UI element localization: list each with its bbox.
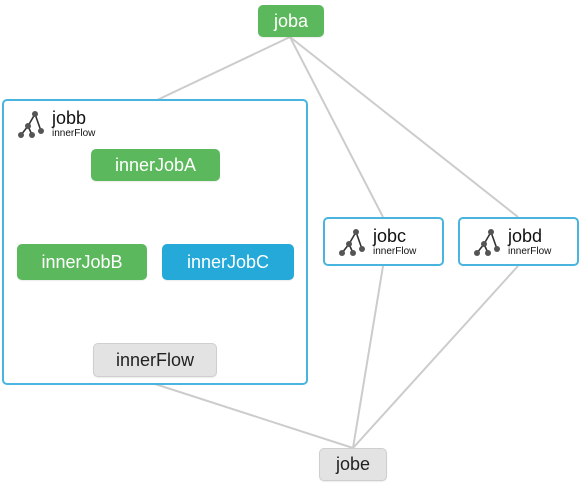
flow-jobc-subtitle: innerFlow [373,246,417,257]
node-innerJobC[interactable]: innerJobC [162,244,294,280]
edge-joba-jobc [289,36,384,218]
flow-jobb[interactable] [2,99,308,385]
flow-jobd-header[interactable]: jobd innerFlow [472,227,551,258]
node-jobe[interactable]: jobe [319,448,387,481]
flow-tree-icon [339,229,365,256]
edge-jobb-jobe [154,383,354,449]
flow-tree-icon [18,111,44,138]
flow-jobd-subtitle: innerFlow [508,246,552,257]
flow-jobc[interactable] [323,217,444,266]
edge-joba-jobb [154,36,291,102]
flow-jobb-header[interactable]: jobb innerFlow [16,109,95,140]
node-innerJobB[interactable]: innerJobB [17,244,147,280]
flow-jobc-title: jobc [373,226,407,246]
flow-jobd-title: jobd [508,226,543,246]
node-innerJobA[interactable]: innerJobA [91,149,220,181]
edge-joba-jobd [289,36,519,218]
edge-jobd-jobe [352,265,519,449]
flow-tree-icon [474,229,500,256]
flow-jobb-title: jobb [52,108,87,128]
flow-jobc-header[interactable]: jobc innerFlow [337,227,416,258]
flow-jobd[interactable] [458,217,579,266]
edge-jobc-jobe [352,265,384,449]
flow-jobb-subtitle: innerFlow [52,128,96,139]
node-innerFlow[interactable]: innerFlow [93,343,217,377]
node-joba[interactable]: joba [258,5,324,37]
